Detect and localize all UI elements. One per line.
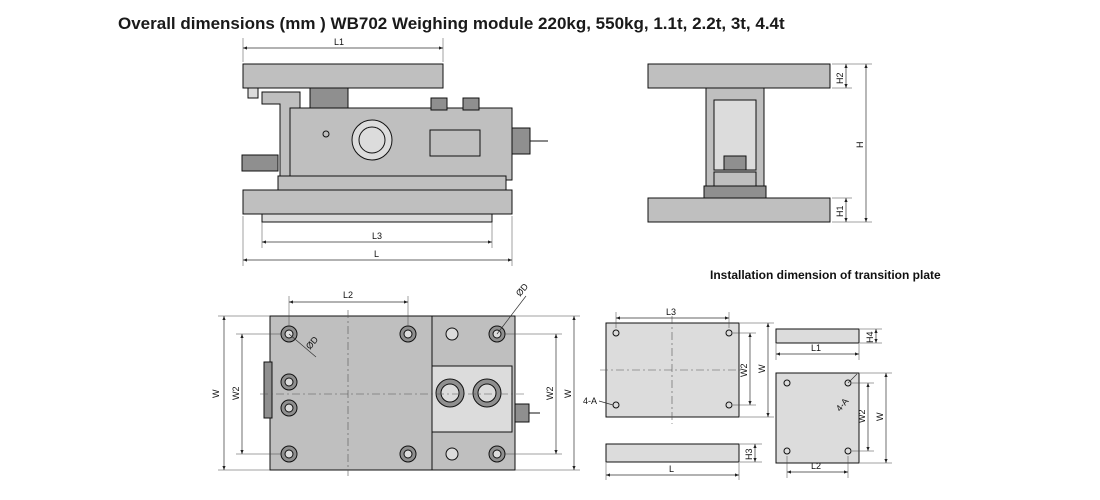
dim-label-L3: L3 <box>372 231 382 241</box>
top-plate-lip <box>247 87 259 99</box>
dim-label-diameter-2: ØD <box>514 281 531 298</box>
dim-label-plate2-H4: H4 <box>865 331 875 343</box>
bore-inner <box>358 126 386 154</box>
transition-plate-1 <box>600 316 746 463</box>
side-base-plate <box>647 197 831 223</box>
dim-label-plate2-L1: L1 <box>811 343 821 353</box>
dim-label-H: H <box>855 142 865 149</box>
dim-label-W-left: W <box>211 389 221 398</box>
dim-label-plate1-holes: 4-A <box>583 396 597 406</box>
dim-label-W-right: W <box>563 389 573 398</box>
top-view <box>260 310 540 476</box>
base-hole-3 <box>445 447 459 461</box>
top-view-side-bolt <box>263 361 273 419</box>
base-foot <box>261 213 493 223</box>
base-plate <box>242 189 513 215</box>
label-plate <box>429 129 481 157</box>
dim-label-W2-right: W2 <box>545 387 555 401</box>
dim-label-plate2-L2: L2 <box>811 461 821 471</box>
plate-1-side <box>605 443 740 463</box>
side-pad <box>703 185 767 199</box>
mounting-pad <box>277 175 507 191</box>
dim-label-plate1-L: L <box>669 464 674 474</box>
front-view <box>241 63 548 223</box>
side-top-plate <box>647 63 831 89</box>
side-nut <box>723 155 747 171</box>
dim-label-L2: L2 <box>343 290 353 300</box>
transition-plate-1-dimensions: L3 4-A W2 W L H3 <box>583 307 774 480</box>
plate-2-side <box>775 328 860 344</box>
side-view-dimensions: H2 H1 H <box>832 63 872 223</box>
side-view <box>647 63 831 223</box>
transition-plate-2 <box>775 328 860 464</box>
front-view-dimensions: L1 L3 L <box>242 37 513 266</box>
dim-label-L1: L1 <box>334 37 344 47</box>
dim-label-L: L <box>374 249 379 259</box>
dim-label-plate1-L3: L3 <box>666 307 676 317</box>
dim-label-W2-left: W2 <box>231 387 241 401</box>
cable-gland <box>511 127 531 155</box>
page-title: Overall dimensions (mm ) WB702 Weighing … <box>118 14 785 33</box>
dim-label-plate2-W2: W2 <box>857 410 867 424</box>
dim-label-H1: H1 <box>835 205 845 217</box>
top-view-cable-gland <box>514 403 530 423</box>
side-bolt <box>241 154 279 172</box>
transition-plate-2-dimensions: H4 L1 4-A W2 W L2 <box>775 328 892 478</box>
dim-label-plate1-W2: W2 <box>739 364 749 378</box>
dim-label-plate1-W: W <box>757 364 767 373</box>
dim-label-H2: H2 <box>835 72 845 84</box>
base-hole-1 <box>445 327 459 341</box>
dim-label-plate1-H3: H3 <box>744 448 754 460</box>
small-hole <box>322 130 330 138</box>
plate-2-top <box>775 372 860 464</box>
bolt-head-1 <box>430 97 448 111</box>
dim-label-plate2-W: W <box>875 412 885 421</box>
top-load-pad <box>309 87 349 109</box>
transition-plate-subtitle: Installation dimension of transition pla… <box>710 268 941 282</box>
bore <box>351 119 393 161</box>
side-washer <box>713 171 757 187</box>
top-plate <box>242 63 444 89</box>
load-cell-body <box>289 107 513 181</box>
bolt-head-2 <box>462 97 480 111</box>
